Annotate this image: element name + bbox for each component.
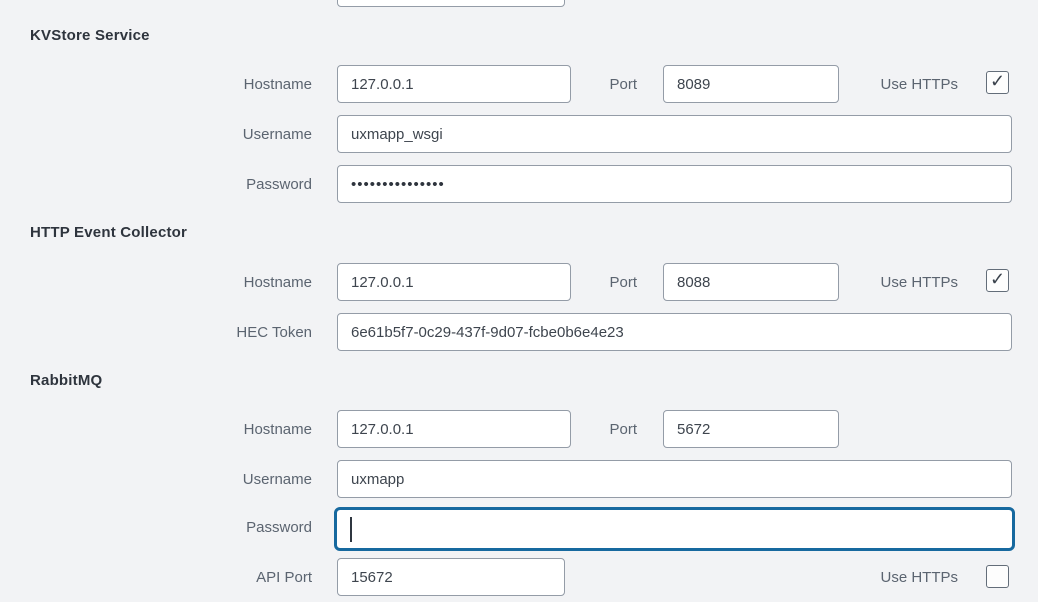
- rabbitmq-hostname-input[interactable]: [337, 410, 571, 448]
- rabbitmq-use-https-label: Use HTTPs: [818, 568, 958, 588]
- previous-section-partial-input[interactable]: [337, 0, 565, 7]
- rabbitmq-section-title: RabbitMQ: [30, 371, 102, 391]
- hec-port-label: Port: [580, 273, 637, 293]
- kvstore-port-input[interactable]: [663, 65, 839, 103]
- kvstore-port-label: Port: [580, 75, 637, 95]
- rabbitmq-password-input[interactable]: [334, 507, 1015, 551]
- kvstore-use-https-checkbox[interactable]: ✓: [986, 71, 1009, 94]
- hec-hostname-input[interactable]: [337, 263, 571, 301]
- rabbitmq-password-label: Password: [100, 518, 312, 538]
- text-cursor: [350, 517, 352, 542]
- hec-use-https-label: Use HTTPs: [818, 273, 958, 293]
- kvstore-username-label: Username: [100, 125, 312, 145]
- rabbitmq-use-https-checkbox[interactable]: [986, 565, 1009, 588]
- check-icon: ✓: [990, 270, 1005, 288]
- rabbitmq-api-port-input[interactable]: [337, 558, 565, 596]
- kvstore-password-label: Password: [100, 175, 312, 195]
- kvstore-hostname-input[interactable]: [337, 65, 571, 103]
- kvstore-use-https-label: Use HTTPs: [818, 75, 958, 95]
- hec-section-title: HTTP Event Collector: [30, 223, 187, 243]
- kvstore-hostname-label: Hostname: [100, 75, 312, 95]
- hec-token-input[interactable]: [337, 313, 1012, 351]
- rabbitmq-port-input[interactable]: [663, 410, 839, 448]
- rabbitmq-hostname-label: Hostname: [100, 420, 312, 440]
- rabbitmq-api-port-label: API Port: [100, 568, 312, 588]
- hec-token-label: HEC Token: [100, 323, 312, 343]
- hec-port-input[interactable]: [663, 263, 839, 301]
- kvstore-section-title: KVStore Service: [30, 26, 150, 46]
- check-icon: ✓: [990, 72, 1005, 90]
- rabbitmq-username-label: Username: [100, 470, 312, 490]
- rabbitmq-username-input[interactable]: [337, 460, 1012, 498]
- rabbitmq-port-label: Port: [580, 420, 637, 440]
- hec-hostname-label: Hostname: [100, 273, 312, 293]
- kvstore-password-input[interactable]: [337, 165, 1012, 203]
- kvstore-username-input[interactable]: [337, 115, 1012, 153]
- hec-use-https-checkbox[interactable]: ✓: [986, 269, 1009, 292]
